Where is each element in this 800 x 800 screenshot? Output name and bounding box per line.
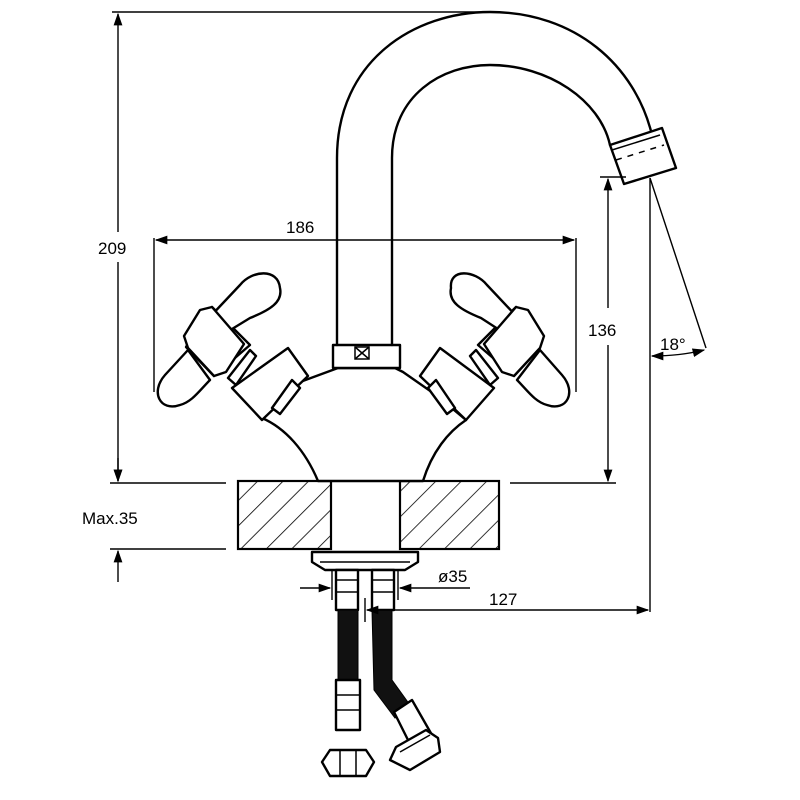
left-handle xyxy=(156,272,310,422)
dim-label-186: 186 xyxy=(286,218,314,237)
mounting-assembly xyxy=(310,550,420,612)
hose-left xyxy=(320,609,376,778)
dim-label-diameter-35: ø35 xyxy=(438,567,467,586)
dim-label-209: 209 xyxy=(98,239,126,258)
hose-right xyxy=(371,609,442,772)
dim-label-max-35: Max.35 xyxy=(82,509,138,528)
spout xyxy=(335,10,678,347)
dimension-total-height: 209 xyxy=(98,11,490,484)
dimension-handle-span: 186 xyxy=(153,218,577,392)
dimension-spout-angle: 18° xyxy=(649,177,707,612)
dim-label-127: 127 xyxy=(489,590,517,609)
countertop-section xyxy=(236,479,501,551)
dim-label-18-degrees: 18° xyxy=(660,335,686,354)
dimension-spout-reach: 127 xyxy=(364,590,650,622)
spout-collar-mark-icon xyxy=(354,346,370,360)
dim-label-136: 136 xyxy=(588,321,616,340)
dimension-counter-thickness: Max.35 xyxy=(82,458,226,582)
dimension-hole-diameter: ø35 xyxy=(300,567,470,600)
right-handle xyxy=(418,272,571,422)
dimension-spout-height: 136 xyxy=(510,176,626,484)
